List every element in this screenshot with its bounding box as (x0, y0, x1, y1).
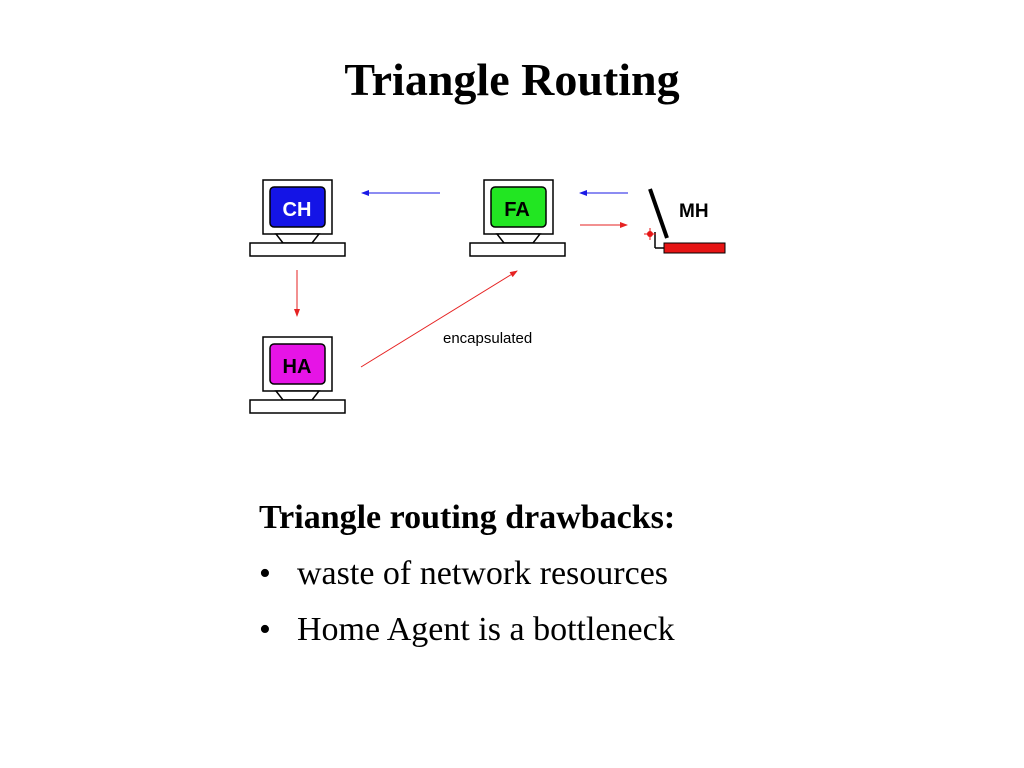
list-item: • Home Agent is a bottleneck (259, 608, 959, 652)
list-item: • waste of network resources (259, 552, 959, 596)
ha-label: HA (283, 356, 312, 378)
list-item-text: Home Agent is a bottleneck (297, 611, 675, 648)
drawbacks-list: • waste of network resources • Home Agen… (259, 552, 959, 652)
laptop-base (663, 242, 726, 254)
laptop-screen-lid (648, 188, 669, 239)
ch-screen (269, 186, 326, 228)
fa-screen (490, 186, 547, 228)
fa-label: FA (504, 199, 530, 221)
encapsulated-label: encapsulated (443, 330, 532, 347)
computer-fa: FA (469, 179, 566, 257)
mh-label: MH (679, 201, 709, 222)
computer-ch: CH (249, 179, 346, 257)
bullet-icon: • (259, 611, 271, 648)
ha-screen (269, 343, 326, 385)
computer-ha: HA (249, 336, 346, 414)
drawbacks-section: Triangle routing drawbacks: • waste of n… (259, 496, 959, 664)
slide-title: Triangle Routing (344, 54, 680, 105)
list-item-text: waste of network resources (297, 555, 669, 592)
ch-label: CH (283, 199, 312, 221)
arrow-ha-to-fa-encapsulated (360, 270, 518, 368)
mobile-host-laptop: MH (644, 188, 726, 254)
bullet-icon: • (259, 555, 271, 592)
drawbacks-heading: Triangle routing drawbacks: (259, 499, 676, 536)
